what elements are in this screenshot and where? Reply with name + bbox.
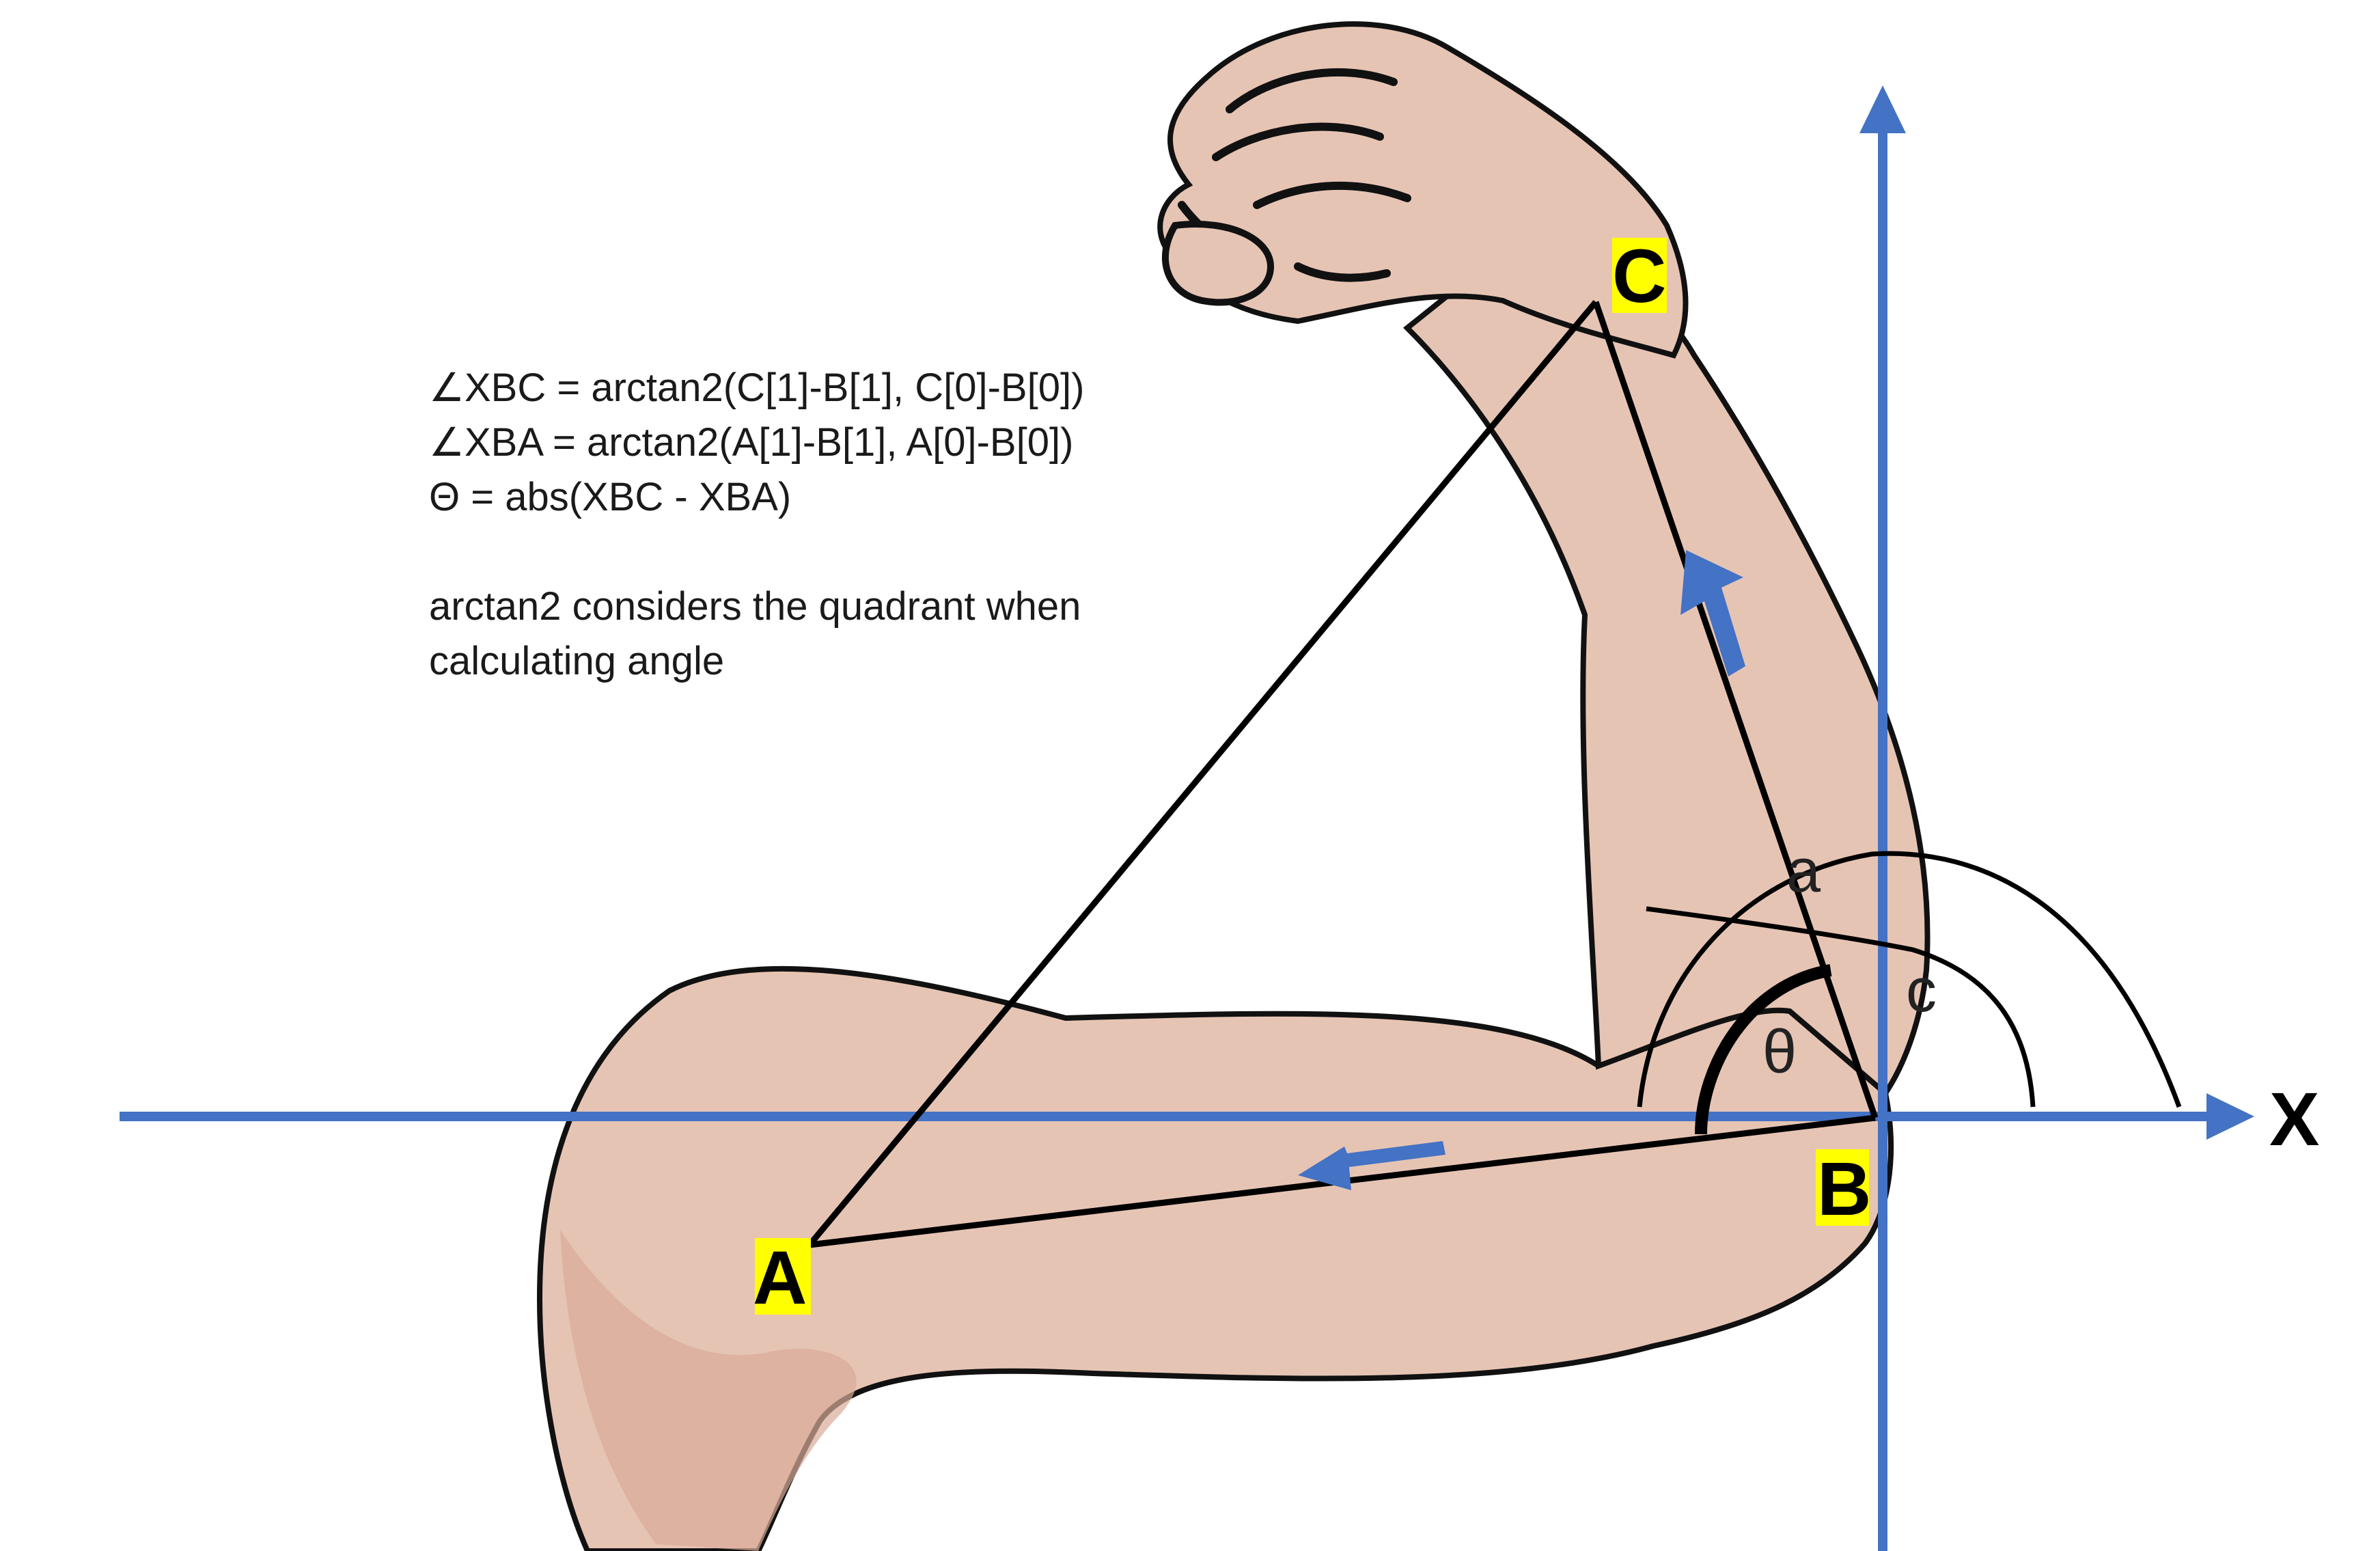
angle-c-symbol: c [1906, 957, 1937, 1025]
line-ac [807, 300, 1599, 1247]
angle-a-symbol: a [1786, 837, 1821, 905]
arc-c [1646, 906, 2036, 1108]
angle-arcs [1637, 851, 2182, 1135]
note-line-1: arctan2 considers the quadrant when [429, 584, 1081, 629]
formula-xba: ∠XBA = arctan2(A[1]-B[1], A[0]-B[0]) [429, 420, 1074, 465]
point-labels: A B C [753, 234, 1871, 1320]
arm-illustration [536, 21, 1931, 1551]
finger-creases [1178, 68, 1411, 282]
arc-theta [1695, 964, 1832, 1135]
label-b: B [1817, 1147, 1871, 1231]
label-a: A [753, 1236, 807, 1320]
label-c-highlight [1612, 238, 1667, 313]
x-axis-label: X [2269, 1078, 2319, 1162]
bicep-shadow [560, 1230, 857, 1551]
axes: X [120, 85, 2319, 1551]
direction-arrows [1298, 550, 1745, 1190]
angle-theta-symbol: θ [1762, 1018, 1797, 1086]
arc-a [1637, 851, 2182, 1108]
formula-xbc: ∠XBC = arctan2(C[1]-B[1], C[0]-B[0]) [429, 366, 1085, 410]
fist-shape [1157, 21, 1689, 359]
label-a-highlight [755, 1238, 811, 1315]
note-line-2: calculating angle [429, 639, 725, 683]
x-axis-arrowhead [2206, 1093, 2254, 1140]
formula-theta: Θ = abs(XBC - XBA) [429, 475, 792, 519]
thumb-shape [1161, 221, 1275, 306]
line-bc [1592, 301, 1879, 1119]
label-c: C [1612, 234, 1666, 318]
angle-symbols: a c θ [1762, 837, 1937, 1086]
arrow-toward-c [1680, 550, 1745, 676]
formula-block: ∠XBC = arctan2(C[1]-B[1], C[0]-B[0]) ∠XB… [429, 361, 1084, 689]
y-axis-arrowhead [1859, 85, 1906, 133]
label-b-highlight [1816, 1149, 1869, 1226]
arrow-toward-a [1298, 1141, 1445, 1190]
